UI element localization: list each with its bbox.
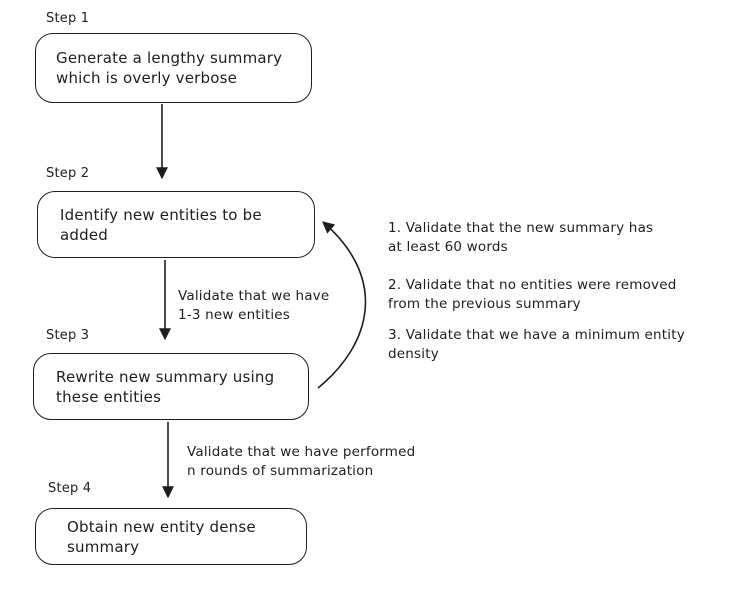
node-step-2-text: Identify new entities to be added	[60, 205, 262, 244]
node-step-4: Obtain new entity dense summary	[35, 508, 307, 565]
node-step-1: Generate a lengthy summary which is over…	[35, 33, 312, 103]
validation-note-3: 3. Validate that we have a minimum entit…	[388, 327, 685, 362]
step-label-1: Step 1	[46, 11, 90, 26]
edge-label-validate-rounds: Validate that we have performed n rounds…	[187, 444, 416, 479]
node-step-3: Rewrite new summary using these entities	[33, 353, 309, 420]
step-label-4: Step 4	[48, 481, 92, 496]
validation-note-2: 2. Validate that no entities were remove…	[388, 277, 677, 312]
arrow-step3-to-step2-loop	[317, 221, 367, 389]
edge-label-validate-entities: Validate that we have 1-3 new entities	[178, 288, 330, 323]
node-step-2: Identify new entities to be added	[37, 191, 315, 258]
step-label-3: Step 3	[46, 328, 90, 343]
node-step-1-text: Generate a lengthy summary which is over…	[56, 49, 283, 87]
validation-note-1: 1. Validate that the new summary has at …	[388, 220, 654, 255]
node-step-3-text: Rewrite new summary using these entities	[56, 367, 275, 406]
node-step-4-text: Obtain new entity dense summary	[67, 517, 256, 556]
step-label-2: Step 2	[46, 166, 90, 181]
